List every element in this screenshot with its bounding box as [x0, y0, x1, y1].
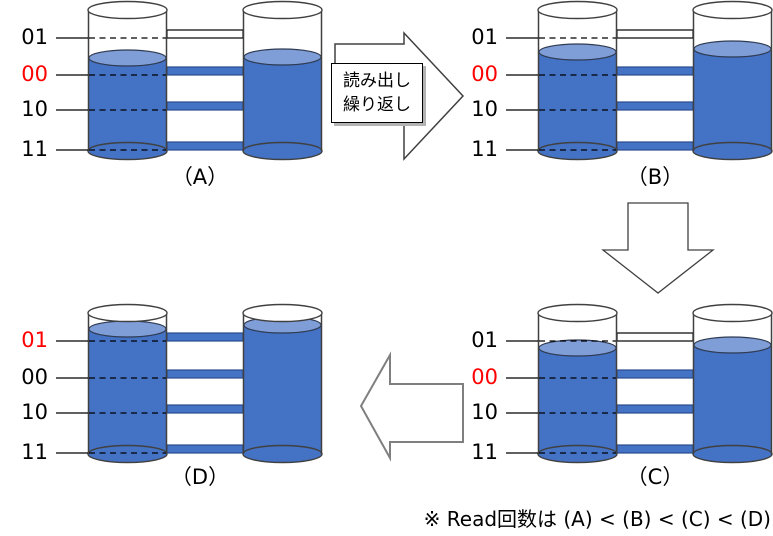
- panel-a: 01 00 10 11 （A）: [21, 0, 323, 189]
- left-cylinder: [537, 0, 618, 161]
- cylinder-opening: [242, 303, 323, 323]
- read-repeat-line1: 読み出し: [343, 71, 411, 91]
- cylinder-opening: [692, 303, 773, 323]
- level-lines-a: [56, 37, 166, 151]
- right-cylinder: [242, 0, 323, 161]
- right-cylinder: [692, 303, 773, 464]
- state-label-11: 11: [21, 137, 48, 161]
- water-fill: [244, 325, 321, 454]
- water-fill: [694, 49, 771, 151]
- bar-level-10: [166, 101, 244, 111]
- state-label-00: 00: [21, 365, 48, 389]
- level-lines-d: [56, 340, 166, 454]
- bar-level-01: [616, 332, 694, 342]
- read-repeat-label-box: 読み出し 繰り返し: [331, 63, 423, 123]
- bar-level-11: [616, 444, 694, 454]
- cylinder-bottom: [87, 444, 168, 464]
- cylinder-opening: [242, 0, 323, 20]
- water-surface: [693, 40, 772, 58]
- water-surface: [88, 320, 167, 338]
- cylinder-opening: [537, 303, 618, 323]
- cylinder-bottom: [87, 141, 168, 161]
- bar-level-00: [166, 369, 244, 379]
- state-label-10: 10: [471, 400, 498, 424]
- state-label-01: 01: [471, 328, 498, 352]
- left-cylinder: [87, 0, 168, 161]
- bar-level-11: [166, 141, 244, 151]
- cylinder-opening: [692, 0, 773, 20]
- panel-caption: （D）: [171, 465, 229, 489]
- cylinder-bottom: [537, 444, 618, 464]
- state-label-00: 00: [471, 365, 498, 389]
- level-lines-b: [506, 37, 616, 151]
- cylinder-bottom: [692, 141, 773, 161]
- panel-d: 01 00 10 11 （D）: [21, 303, 323, 489]
- cylinder-opening: [87, 303, 168, 323]
- water-surface: [538, 43, 617, 61]
- state-label-11: 11: [471, 137, 498, 161]
- connector-bars-c: [616, 332, 694, 454]
- state-label-00: 00: [21, 62, 48, 86]
- water-fill: [694, 345, 771, 454]
- cylinder-bottom: [242, 444, 323, 464]
- water-surface: [538, 339, 617, 357]
- bar-level-01: [616, 29, 694, 39]
- water-fill: [89, 329, 166, 454]
- water-surface: [693, 336, 772, 354]
- down-block-arrow-icon: [601, 202, 715, 294]
- panel-caption: （C）: [627, 465, 684, 489]
- bar-level-10: [166, 404, 244, 414]
- bar-level-10: [616, 404, 694, 414]
- connector-bars-a: [166, 29, 244, 151]
- water-surface: [243, 48, 322, 66]
- state-label-11: 11: [21, 440, 48, 464]
- bar-level-00: [616, 66, 694, 76]
- bar-level-01: [166, 29, 244, 39]
- panel-c: 01 00 10 11 （C）: [471, 303, 773, 489]
- connector-bars-b: [616, 29, 694, 151]
- state-label-10: 10: [471, 97, 498, 121]
- right-cylinder: [692, 0, 773, 161]
- cylinder-opening: [87, 0, 168, 20]
- connector-bars-d: [166, 332, 244, 454]
- panel-caption: （B）: [627, 165, 683, 189]
- state-label-01: 01: [21, 328, 48, 352]
- cylinder-bottom: [692, 444, 773, 464]
- panel-b: 01 00 10 11 （B）: [471, 0, 773, 189]
- state-label-11: 11: [471, 440, 498, 464]
- read-count-note: ※ Read回数は (A) < (B) < (C) < (D): [423, 507, 771, 531]
- level-lines-c: [506, 340, 616, 454]
- read-repeat-line2: 繰り返し: [343, 95, 411, 115]
- left-cylinder: [87, 303, 168, 464]
- bar-level-10: [616, 101, 694, 111]
- cylinder-bottom: [242, 141, 323, 161]
- water-fill: [89, 58, 166, 151]
- bar-level-01: [166, 332, 244, 342]
- state-label-10: 10: [21, 400, 48, 424]
- water-surface: [88, 49, 167, 67]
- panel-caption: （A）: [172, 165, 228, 189]
- water-fill: [539, 52, 616, 151]
- bar-level-00: [166, 66, 244, 76]
- bar-level-00: [616, 369, 694, 379]
- state-label-01: 01: [471, 25, 498, 49]
- state-label-01: 01: [21, 25, 48, 49]
- left-cylinder: [537, 303, 618, 464]
- left-block-arrow-icon: [359, 351, 464, 462]
- state-label-10: 10: [21, 97, 48, 121]
- cylinder-opening: [537, 0, 618, 20]
- water-fill: [244, 57, 321, 151]
- right-cylinder: [242, 303, 323, 464]
- cylinder-bottom: [537, 141, 618, 161]
- bar-level-11: [616, 141, 694, 151]
- state-label-00: 00: [471, 62, 498, 86]
- water-fill: [539, 348, 616, 454]
- bar-level-11: [166, 444, 244, 454]
